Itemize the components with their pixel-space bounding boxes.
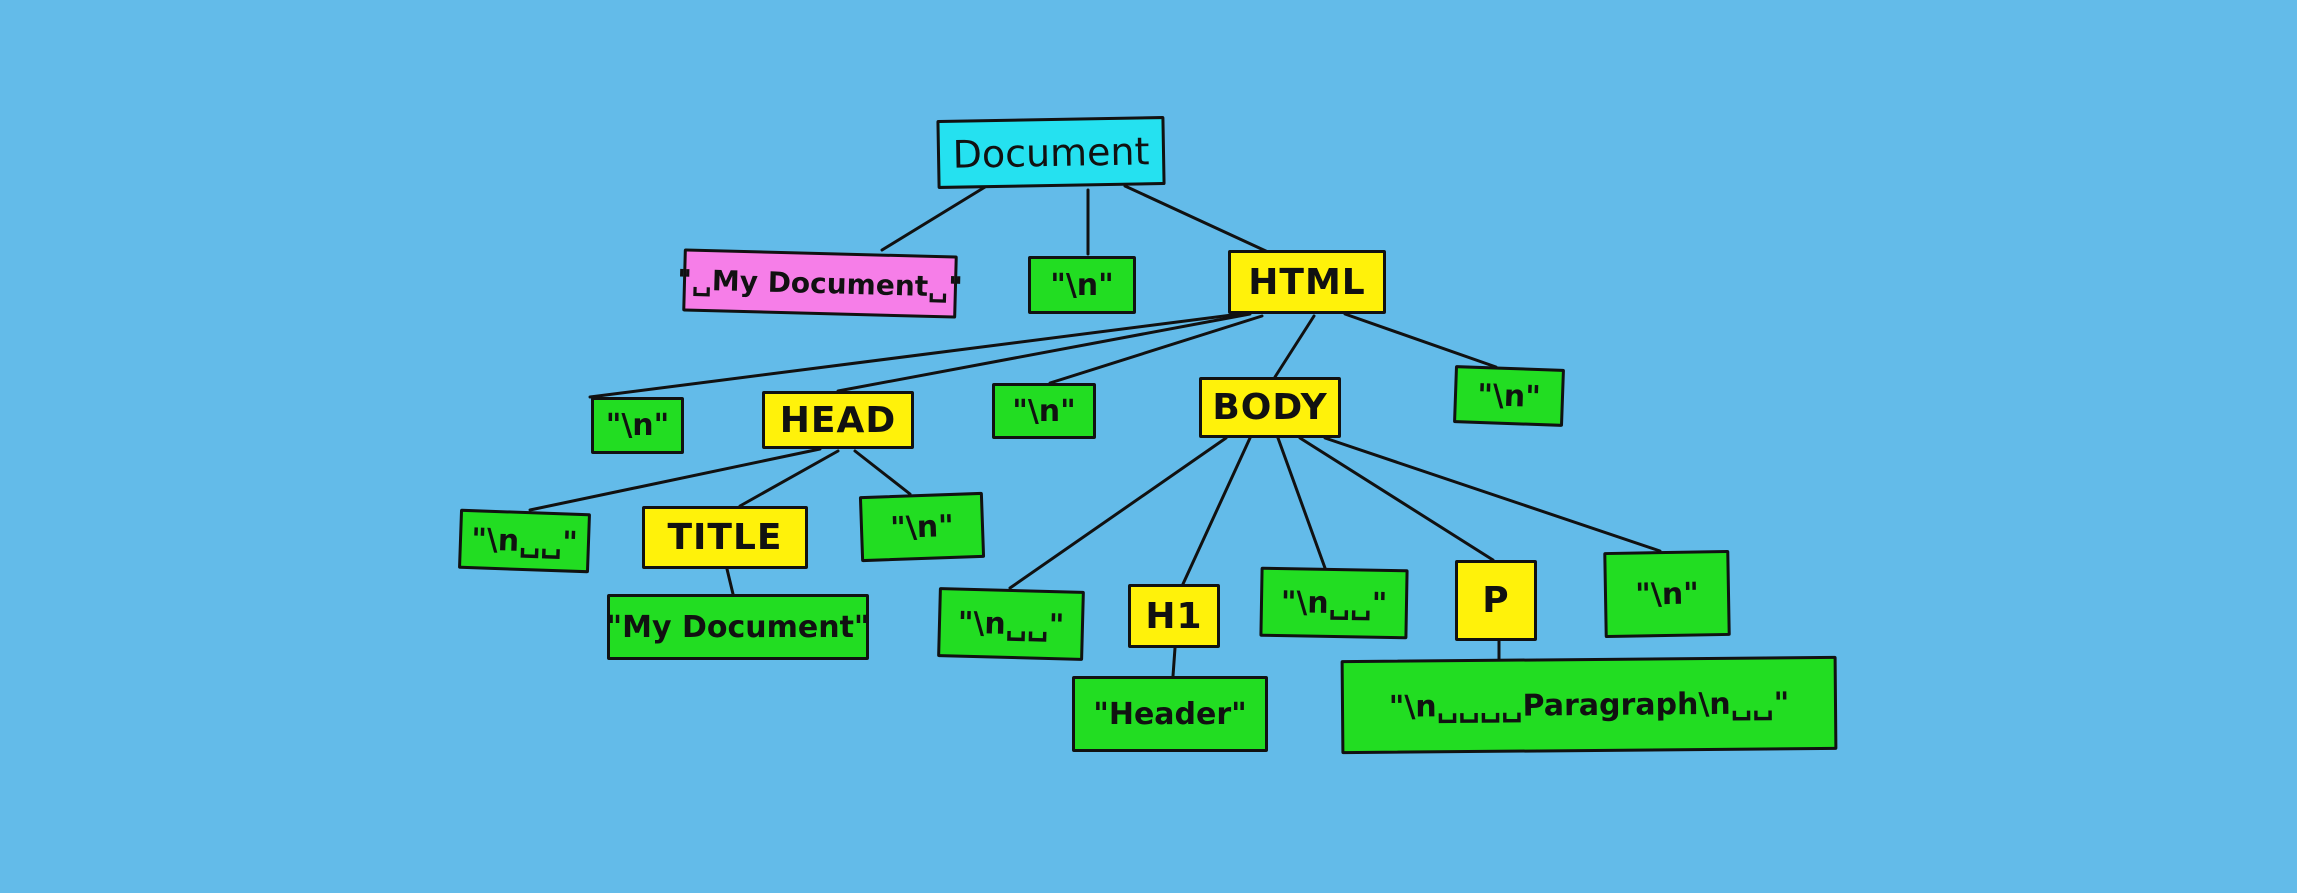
body-newline-node-1: "\n␣␣": [937, 587, 1085, 661]
comment-node: "␣My Document␣": [677, 248, 963, 319]
html-newline-node-3: "\n": [1453, 365, 1565, 427]
tree-edge-1: [880, 185, 987, 252]
html-newline-node-1: "\n": [591, 397, 684, 454]
title-node: TITLE: [642, 506, 808, 569]
p-node: P: [1455, 560, 1537, 641]
body-node: BODY: [1199, 377, 1341, 438]
h1-node: H1: [1128, 584, 1220, 648]
tree-edge-16: [1298, 436, 1495, 562]
body-newline-node-2: "\n␣␣": [1259, 566, 1409, 640]
tree-edge-14: [1181, 436, 1252, 586]
document-newline-node: "\n": [1028, 256, 1136, 314]
head-newline-node-1: "\n␣␣": [457, 508, 592, 574]
tree-edge-6: [1048, 314, 1264, 385]
body-newline-node-3: "\n": [1603, 549, 1731, 639]
tree-edge-3: [1123, 184, 1270, 254]
tree-edge-7: [1273, 314, 1316, 379]
tree-edge-13: [1008, 436, 1228, 590]
p-text-node: "\n␣␣␣␣Paragraph\n␣␣": [1340, 655, 1838, 755]
tree-edge-17: [1323, 436, 1662, 553]
tree-edge-10: [738, 449, 840, 508]
tree-edge-15: [1276, 436, 1327, 570]
head-newline-node-2: "\n": [858, 491, 986, 563]
title-text-node: "My Document": [606, 594, 870, 660]
head-node: HEAD: [762, 391, 914, 449]
tree-edge-18: [1171, 646, 1177, 678]
tree-edge-12: [725, 567, 735, 596]
html-node: HTML: [1228, 250, 1386, 314]
tree-edge-11: [853, 449, 912, 496]
h1-text-node: "Header": [1072, 676, 1268, 752]
tree-edge-8: [1343, 312, 1498, 369]
tree-edge-5: [836, 312, 1252, 393]
html-newline-node-2: "\n": [992, 383, 1096, 439]
tree-edge-9: [528, 447, 822, 512]
tree-edge-4: [588, 312, 1242, 399]
document-node: Document: [936, 116, 1166, 189]
